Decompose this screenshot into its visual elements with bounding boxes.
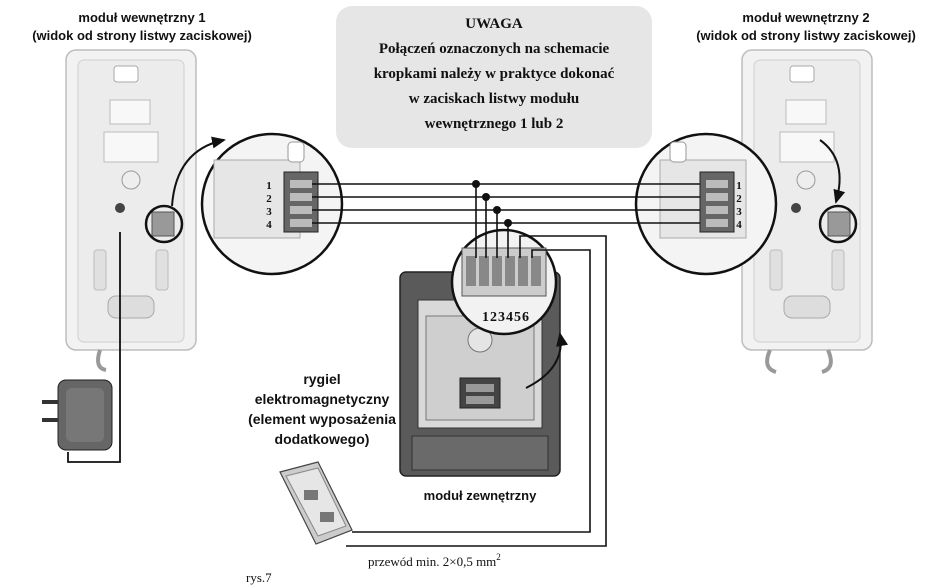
notice-line-1: Połączeń oznaczonych na schemacie — [379, 41, 610, 57]
left-zoom-arrow — [171, 136, 226, 207]
right-terminal-label-1: 1 — [736, 180, 742, 192]
figure-label: rys.7 — [246, 570, 272, 585]
notice-box: UWAGA Połączeń oznaczonych na schemacie … — [336, 6, 652, 148]
junction-dot-1 — [472, 180, 480, 188]
right-unit-subtitle: (widok od strony listwy zaciskowej) — [696, 28, 916, 43]
indoor-unit-2-image — [741, 49, 873, 374]
right-terminal-zoom — [634, 132, 778, 276]
right-terminal-label-2: 2 — [736, 193, 742, 205]
right-zoom-arrow — [819, 139, 846, 204]
notice-heading: UWAGA — [465, 16, 523, 32]
bus-wires — [312, 183, 700, 547]
notice-line-3: w zaciskach listwy modułu — [409, 91, 579, 107]
left-terminal-label-3: 3 — [266, 206, 272, 218]
left-terminal-zoom — [200, 132, 344, 276]
left-terminal-label-2: 2 — [266, 193, 272, 205]
lock-label-2: elektromagnetyczny — [255, 391, 390, 407]
outdoor-zoom-arrow — [525, 332, 568, 389]
junction-dot-4 — [504, 219, 512, 227]
left-terminal-label-1: 1 — [266, 180, 272, 192]
wire-note: przewód min. 2×0,5 mm2 — [368, 552, 501, 569]
indoor-unit-1-image — [65, 49, 197, 372]
junction-dot-2 — [482, 193, 490, 201]
notice-line-4: wewnętrznego 1 lub 2 — [425, 116, 564, 132]
left-unit-subtitle: (widok od strony listwy zaciskowej) — [32, 28, 252, 43]
outdoor-terminal-labels: 123456 — [482, 310, 530, 325]
left-unit-title: moduł wewnętrzny 1 — [78, 10, 205, 25]
right-zoom-source-ring — [818, 204, 858, 244]
lock-label-1: rygiel — [303, 371, 340, 387]
lock-label-3: (element wyposażenia — [248, 411, 396, 427]
notice-line-2: kropkami należy w praktyce dokonać — [374, 66, 615, 82]
right-unit-title: moduł wewnętrzny 2 — [742, 10, 869, 25]
lock-label-4: dodatkowego) — [275, 431, 370, 447]
outdoor-module-label: moduł zewnętrzny — [424, 488, 537, 503]
electromagnetic-lock-image — [279, 461, 353, 545]
right-terminal-label-3: 3 — [736, 206, 742, 218]
junction-dot-3 — [493, 206, 501, 214]
power-adapter-image — [42, 379, 113, 451]
right-terminal-label-4: 4 — [736, 219, 742, 231]
power-cable — [67, 232, 121, 463]
left-zoom-source-ring — [144, 204, 184, 244]
left-terminal-label-4: 4 — [266, 219, 272, 231]
